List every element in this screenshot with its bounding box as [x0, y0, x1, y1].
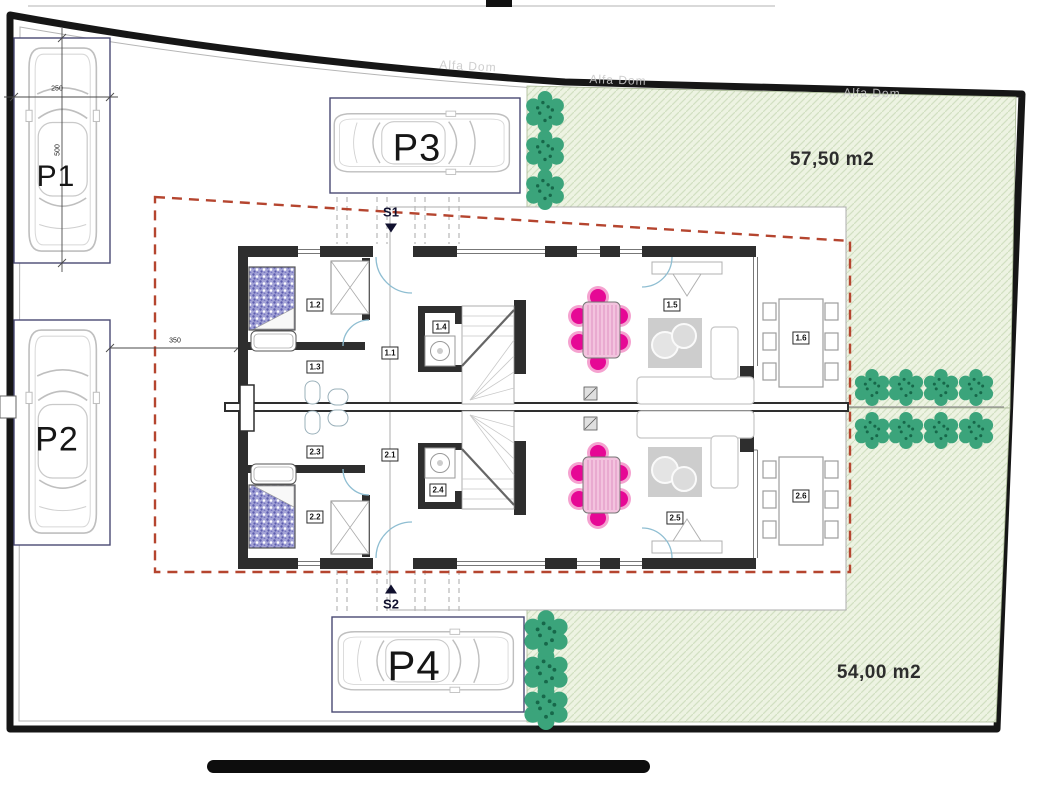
dimension-stall-length: 500 — [54, 144, 62, 156]
room-label-2-6: 2.6 — [792, 489, 810, 503]
door-arcs — [342, 256, 673, 559]
driveway-markings — [336, 197, 460, 615]
living-furniture — [636, 261, 755, 554]
dining-set-upper — [568, 286, 631, 373]
dining-set-lower — [568, 442, 631, 529]
parking-label-p1: P1 — [36, 160, 76, 193]
marker-s1: S1 — [383, 204, 399, 220]
room-label-2-4: 2.4 — [429, 483, 447, 497]
watermark: Alfa Dom — [843, 85, 901, 101]
room-label-2-1: 2.1 — [381, 448, 399, 462]
scale-bar — [207, 760, 650, 773]
room-label-1-6: 1.6 — [792, 331, 810, 345]
room-label-2-3: 2.3 — [306, 445, 324, 459]
watermark: Alfa Dom — [589, 72, 647, 88]
room-label-2-2: 2.2 — [306, 510, 324, 524]
staircases — [461, 305, 515, 510]
room-label-1-3: 1.3 — [306, 360, 324, 374]
dimension-p2-gap: 350 — [169, 337, 181, 345]
house-floorplan — [0, 246, 849, 569]
garden-area-top-label: 57,50 m2 — [789, 149, 875, 170]
bathroom-fixtures — [248, 266, 456, 549]
parking-label-p4: P4 — [387, 642, 441, 689]
parking-label-p2: P2 — [35, 420, 79, 459]
marker-s2-arrow — [385, 584, 397, 594]
panel-symbols — [583, 386, 598, 431]
room-label-1-4: 1.4 — [432, 320, 450, 334]
room-label-2-5: 2.5 — [666, 511, 684, 525]
garden-area-bottom-label: 54,00 m2 — [836, 662, 922, 683]
parking-label-p3: P3 — [392, 127, 442, 170]
dimension-stall-width: 250 — [51, 85, 63, 93]
room-label-1-5: 1.5 — [663, 298, 681, 312]
marker-s2: S2 — [383, 596, 399, 612]
room-label-1-1: 1.1 — [381, 346, 399, 360]
parcel-boundary-dashed — [153, 195, 852, 574]
marker-s1-arrow — [385, 223, 397, 233]
watermark: Alfa Dom — [438, 57, 498, 75]
room-label-1-2: 1.2 — [306, 298, 324, 312]
